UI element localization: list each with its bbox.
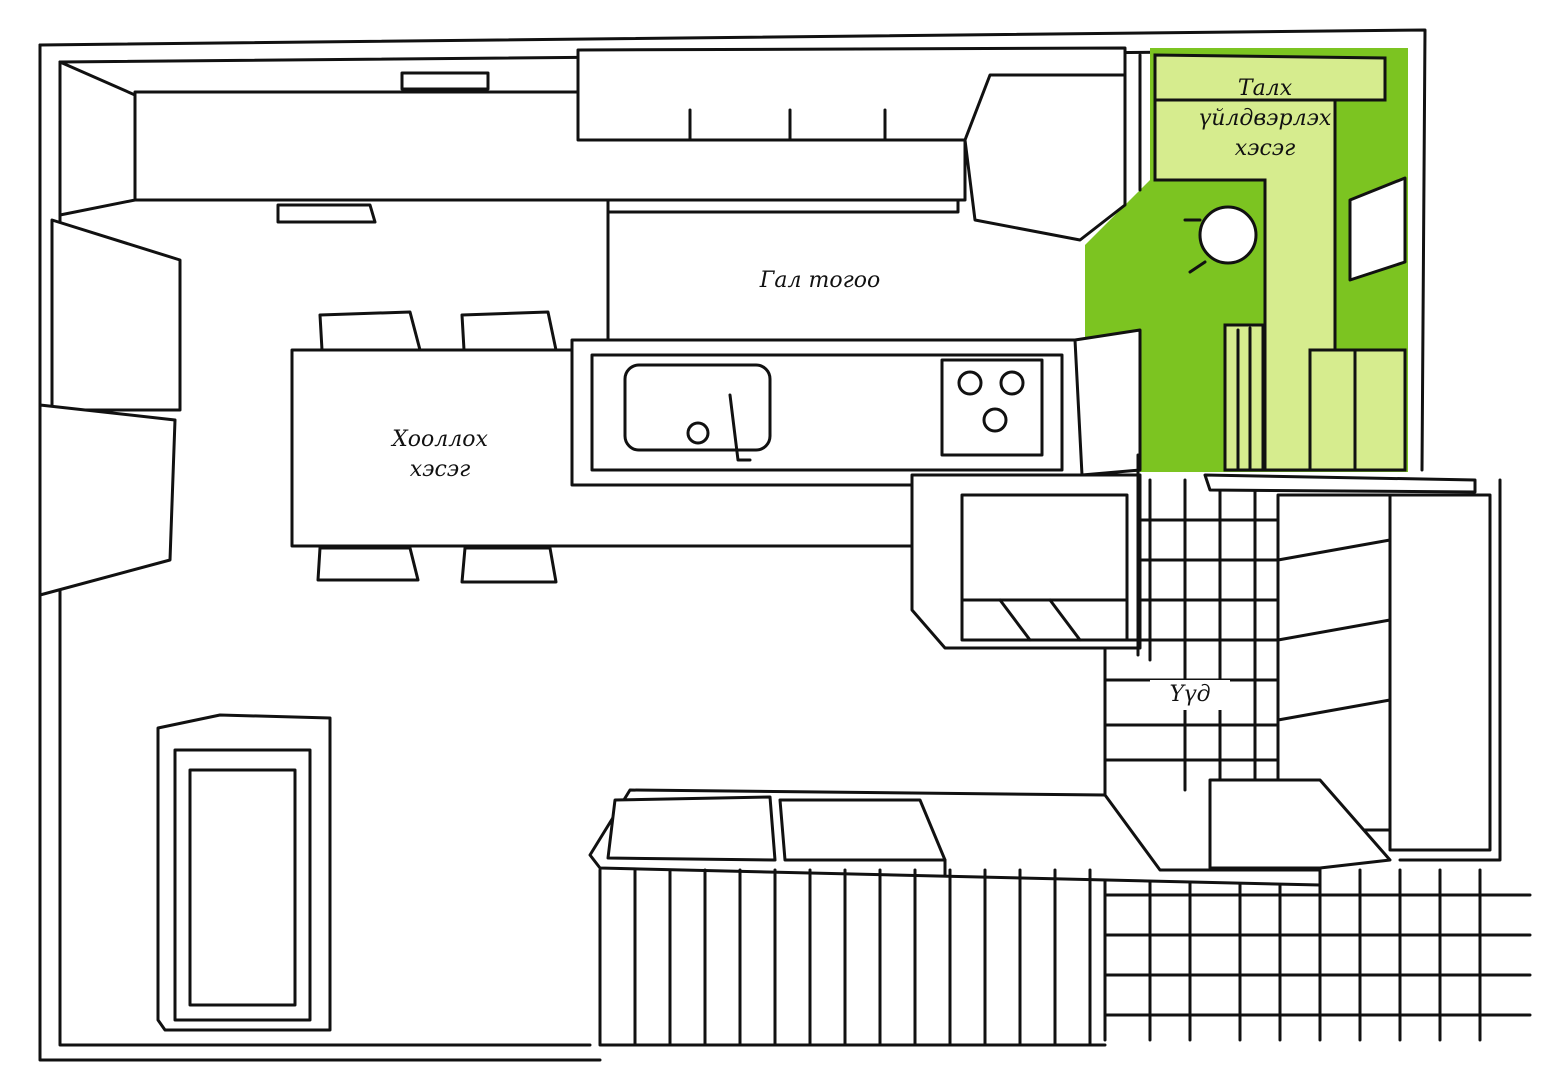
bakery-label-line3: хэсэг — [1234, 136, 1296, 161]
entrance-label: Үүд — [1150, 680, 1230, 710]
bakery-label-line1: Талх — [1237, 76, 1293, 101]
dining-label-line2: хэсэг — [409, 457, 471, 482]
refrigerator — [156, 713, 332, 1032]
dining-area-label: Хооллох хэсэг — [340, 425, 540, 485]
bottom-counters — [588, 788, 1322, 1047]
bakery-label-line2: үйлдвэрлэх — [1198, 106, 1332, 131]
kitchen-area-label: Гал тогоо — [759, 268, 881, 293]
stool — [1198, 205, 1258, 265]
kitchen-island — [570, 328, 1142, 487]
bakery-zone — [1085, 48, 1408, 472]
dining-label-line1: Хооллох — [392, 427, 488, 452]
cooktop — [940, 358, 1044, 457]
bakery-area-label: Талх үйлдвэрлэх хэсэг — [1160, 74, 1370, 164]
shelf-right — [1203, 473, 1492, 870]
windows-left — [38, 218, 182, 597]
oven — [910, 453, 1142, 657]
top-counters — [58, 46, 1127, 362]
